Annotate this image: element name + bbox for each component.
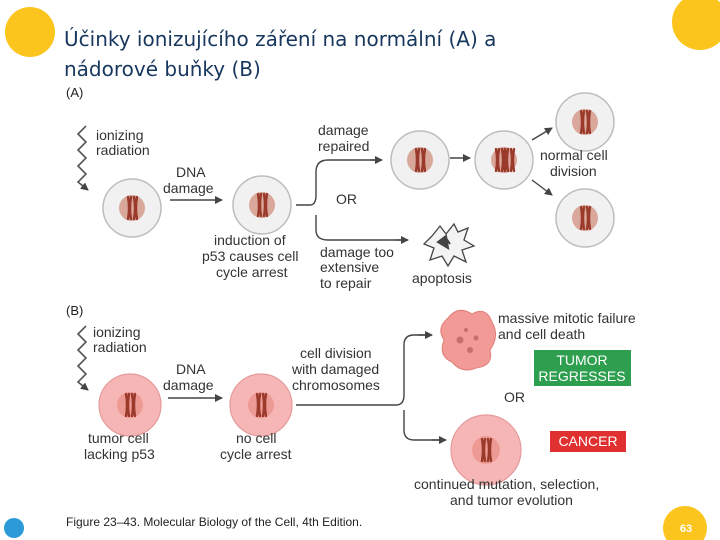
- repaired-cell: [390, 130, 450, 190]
- dividing-cell: [474, 130, 534, 190]
- normal-cell-a-irradiated: [102, 178, 162, 238]
- tumor-regresses-box: [534, 350, 631, 386]
- normal-division-label-1: normal cell: [540, 147, 608, 163]
- apoptotic-cell: [422, 222, 476, 268]
- arrow-to-daughter-upper: [531, 127, 553, 141]
- too-extensive-label-1: damage too: [320, 244, 394, 260]
- mitotic-failure-label-1: massive mitotic failure: [498, 310, 636, 326]
- mitotic-failure-label-2: and cell death: [498, 326, 585, 342]
- apoptosis-label: apoptosis: [412, 270, 472, 286]
- panel-a-label: (A): [66, 85, 83, 100]
- yellow-accent-circle-top-right: [672, 0, 720, 50]
- radiation-squiggle-b: [76, 325, 89, 391]
- cell-debris-4: [464, 328, 468, 332]
- apoptotic-nucleus: [436, 234, 451, 250]
- daughter-cell-lower: [555, 188, 615, 248]
- figure-caption: Figure 23–43. Molecular Biology of the C…: [66, 515, 362, 529]
- cancer-box: [550, 431, 626, 452]
- no-arrest-label-2: cycle arrest: [220, 446, 292, 462]
- slide-title-line-1: Účinky ionizujícího záření na normální (…: [64, 27, 497, 51]
- or-label-b: OR: [504, 389, 525, 405]
- slide-title-line-2: nádorové buňky (B): [64, 57, 261, 81]
- yellow-accent-circle-top-left: [5, 7, 55, 57]
- branch-line-a: [296, 159, 405, 241]
- repaired-label-1: damage: [318, 122, 369, 138]
- ionizing-label-b-1: ionizing: [93, 324, 140, 340]
- slide-title: Účinky ionizujícího záření na normální (…: [64, 24, 664, 84]
- tumor-regresses-label-2: REGRESSES: [538, 368, 625, 384]
- daughter-cell-upper: [555, 92, 615, 152]
- dying-tumor-cell: [440, 309, 496, 371]
- division-label-2: with damaged: [291, 361, 379, 377]
- too-extensive-label-2: extensive: [320, 259, 379, 275]
- damaged-cell-a: [232, 175, 292, 235]
- too-extensive-label-3: to repair: [320, 275, 372, 291]
- normal-division-label-2: division: [550, 163, 597, 179]
- blue-accent-circle-bottom-left: [4, 518, 24, 538]
- p53-label-2: p53 causes cell: [202, 248, 299, 264]
- dna-label-a-1: DNA: [176, 164, 206, 180]
- tumor-evolution-label-2: and tumor evolution: [450, 492, 573, 508]
- division-label-3: chromosomes: [292, 377, 380, 393]
- page-number: 63: [680, 523, 692, 535]
- cancer-cell: [450, 414, 522, 486]
- dna-label-b-2: damage: [163, 377, 214, 393]
- cancer-label: CANCER: [558, 433, 617, 449]
- tumor-cell-label-2: lacking p53: [84, 446, 155, 462]
- cell-debris-3: [473, 335, 479, 341]
- ionizing-label-a-2: radiation: [96, 142, 150, 158]
- no-arrest-label-1: no cell: [236, 430, 276, 446]
- tumor-cell-irradiated: [98, 373, 162, 437]
- or-label-a: OR: [336, 191, 357, 207]
- tumor-evolution-label-1: continued mutation, selection,: [414, 476, 599, 492]
- damaged-tumor-cell: [229, 373, 293, 437]
- division-label-1: cell division: [300, 345, 372, 361]
- dna-label-b-1: DNA: [176, 361, 206, 377]
- dna-label-a-2: damage: [163, 180, 214, 196]
- page-number-badge: [663, 506, 707, 540]
- tumor-regresses-label-1: TUMOR: [556, 352, 607, 368]
- arrow-to-daughter-lower: [531, 179, 553, 196]
- p53-label-1: induction of: [214, 232, 286, 248]
- ionizing-label-b-2: radiation: [93, 339, 147, 355]
- tumor-cell-label-1: tumor cell: [88, 430, 149, 446]
- repaired-label-2: repaired: [318, 138, 369, 154]
- cell-debris-1: [456, 336, 464, 344]
- branch-line-b: [296, 334, 440, 441]
- radiation-squiggle-a: [76, 125, 89, 191]
- cell-debris-2: [467, 347, 473, 353]
- p53-label-3: cycle arrest: [216, 264, 288, 280]
- ionizing-label-a-1: ionizing: [96, 127, 143, 143]
- panel-b-label: (B): [66, 303, 83, 318]
